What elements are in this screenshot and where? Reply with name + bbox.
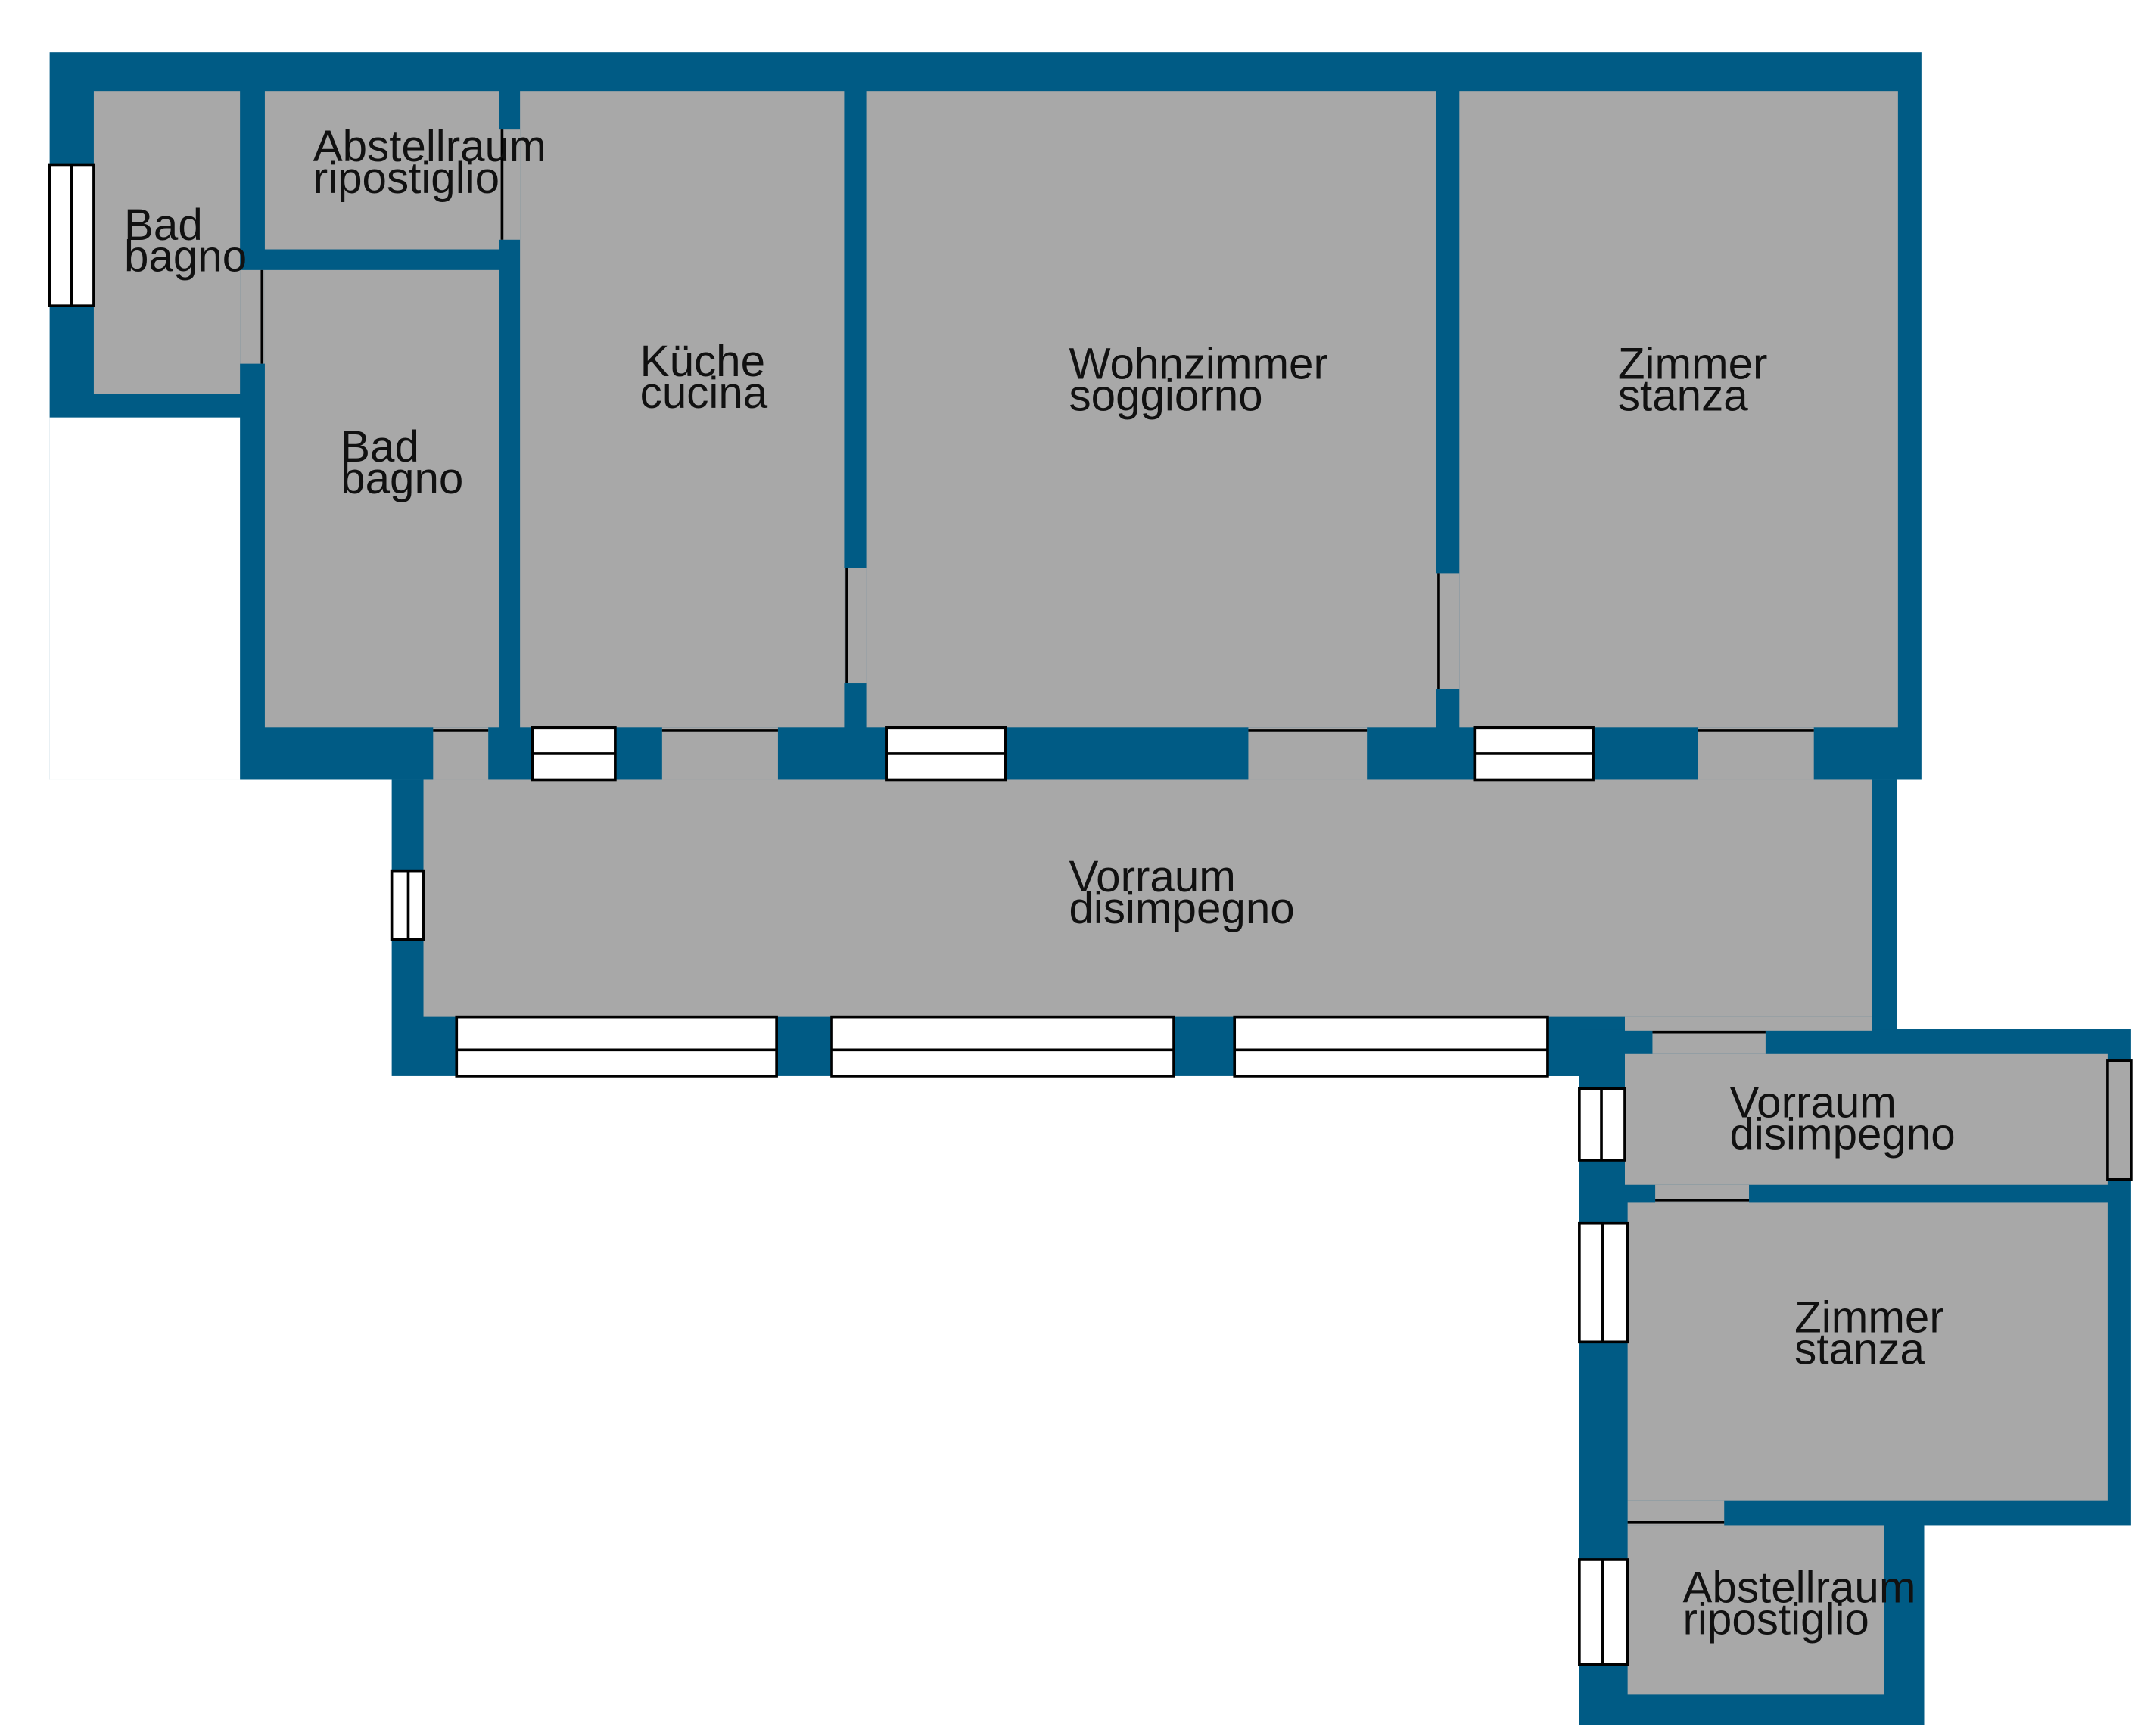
floor-zimmer-2 xyxy=(1627,1202,2108,1501)
label-zimmer-1-it: stanza xyxy=(1618,372,1748,421)
door-wohnzimmer xyxy=(1248,727,1368,780)
window-vorraum-bottom-3 xyxy=(1233,1015,1549,1078)
label-abstellraum-2-it: ripostiglio xyxy=(1683,1594,1869,1644)
floor-vorraum-1 xyxy=(423,779,1872,1017)
floors xyxy=(93,91,2108,1695)
floor-bad-1 xyxy=(93,91,241,394)
door-kueche xyxy=(661,727,778,780)
floor-zimmer-1 xyxy=(1459,91,1898,728)
floor-kueche xyxy=(520,91,845,728)
door-bad-2 xyxy=(433,727,489,780)
label-kueche-de: Küche xyxy=(640,337,765,386)
label-bad-1-it: bagno xyxy=(124,232,247,282)
label-wohnzimmer-de: Wohnzimmer xyxy=(1069,340,1328,389)
label-abstellraum-2: Abstellraum ripostiglio xyxy=(1683,1563,1928,1644)
label-vorraum-2: Vorraum disimpegno xyxy=(1730,1078,1956,1159)
door-zimmer-1 xyxy=(1698,727,1814,780)
label-vorraum-1-de: Vorraum xyxy=(1069,852,1236,901)
label-kueche: Küche cucina xyxy=(640,337,778,418)
room-labels: Bad bagno Abstellraum ripostiglio Bad ba… xyxy=(124,122,1956,1644)
door-lines xyxy=(260,129,1814,1524)
floor-wohnzimmer xyxy=(866,91,1436,728)
label-abstellraum-2-de: Abstellraum xyxy=(1683,1563,1916,1612)
window-vorraum-bottom-2 xyxy=(830,1015,1175,1078)
floor-vorraum-1-ext xyxy=(1625,1016,1872,1031)
label-vorraum-2-it: disimpegno xyxy=(1730,1109,1956,1159)
label-zimmer-2: Zimmer stanza xyxy=(1794,1293,1956,1374)
label-zimmer-2-de: Zimmer xyxy=(1794,1293,1944,1342)
label-bad-2-de: Bad xyxy=(341,422,419,471)
label-bad-2-it: bagno xyxy=(341,454,463,503)
label-abstellraum-1-it: ripostiglio xyxy=(313,154,499,203)
label-zimmer-2-it: stanza xyxy=(1794,1324,1925,1374)
exterior-cutouts xyxy=(49,417,241,780)
label-zimmer-1-de: Zimmer xyxy=(1618,340,1768,389)
label-bad-1-de: Bad xyxy=(124,201,203,250)
door-zimmer-2 xyxy=(1655,1184,1750,1203)
cutout-left xyxy=(49,417,241,780)
floor-vorraum-2 xyxy=(1625,1053,2108,1185)
window-panes xyxy=(70,165,1604,1665)
label-vorraum-2-de: Vorraum xyxy=(1730,1078,1897,1128)
label-abstellraum-1-de: Abstellraum xyxy=(313,122,546,171)
window-vorraum-bottom-1 xyxy=(455,1015,778,1078)
floor-bad-2 xyxy=(264,269,499,728)
label-wohnzimmer-it: soggiorno xyxy=(1069,372,1263,421)
label-bad-1: Bad bagno xyxy=(124,201,247,282)
label-kueche-it: cucina xyxy=(640,369,768,418)
floor-abstellraum-1 xyxy=(264,91,499,250)
label-abstellraum-1: Abstellraum ripostiglio xyxy=(313,122,559,203)
label-vorraum-1: Vorraum disimpegno xyxy=(1069,852,1295,933)
label-wohnzimmer: Wohnzimmer soggiorno xyxy=(1069,340,1341,421)
label-vorraum-1-it: disimpegno xyxy=(1069,884,1295,933)
windows xyxy=(48,163,2133,1666)
label-zimmer-1: Zimmer stanza xyxy=(1618,340,1780,421)
floor-abstellraum-2 xyxy=(1627,1525,1884,1695)
window-vorraum-2-right xyxy=(2106,1059,2133,1181)
label-bad-2: Bad bagno xyxy=(341,422,463,503)
